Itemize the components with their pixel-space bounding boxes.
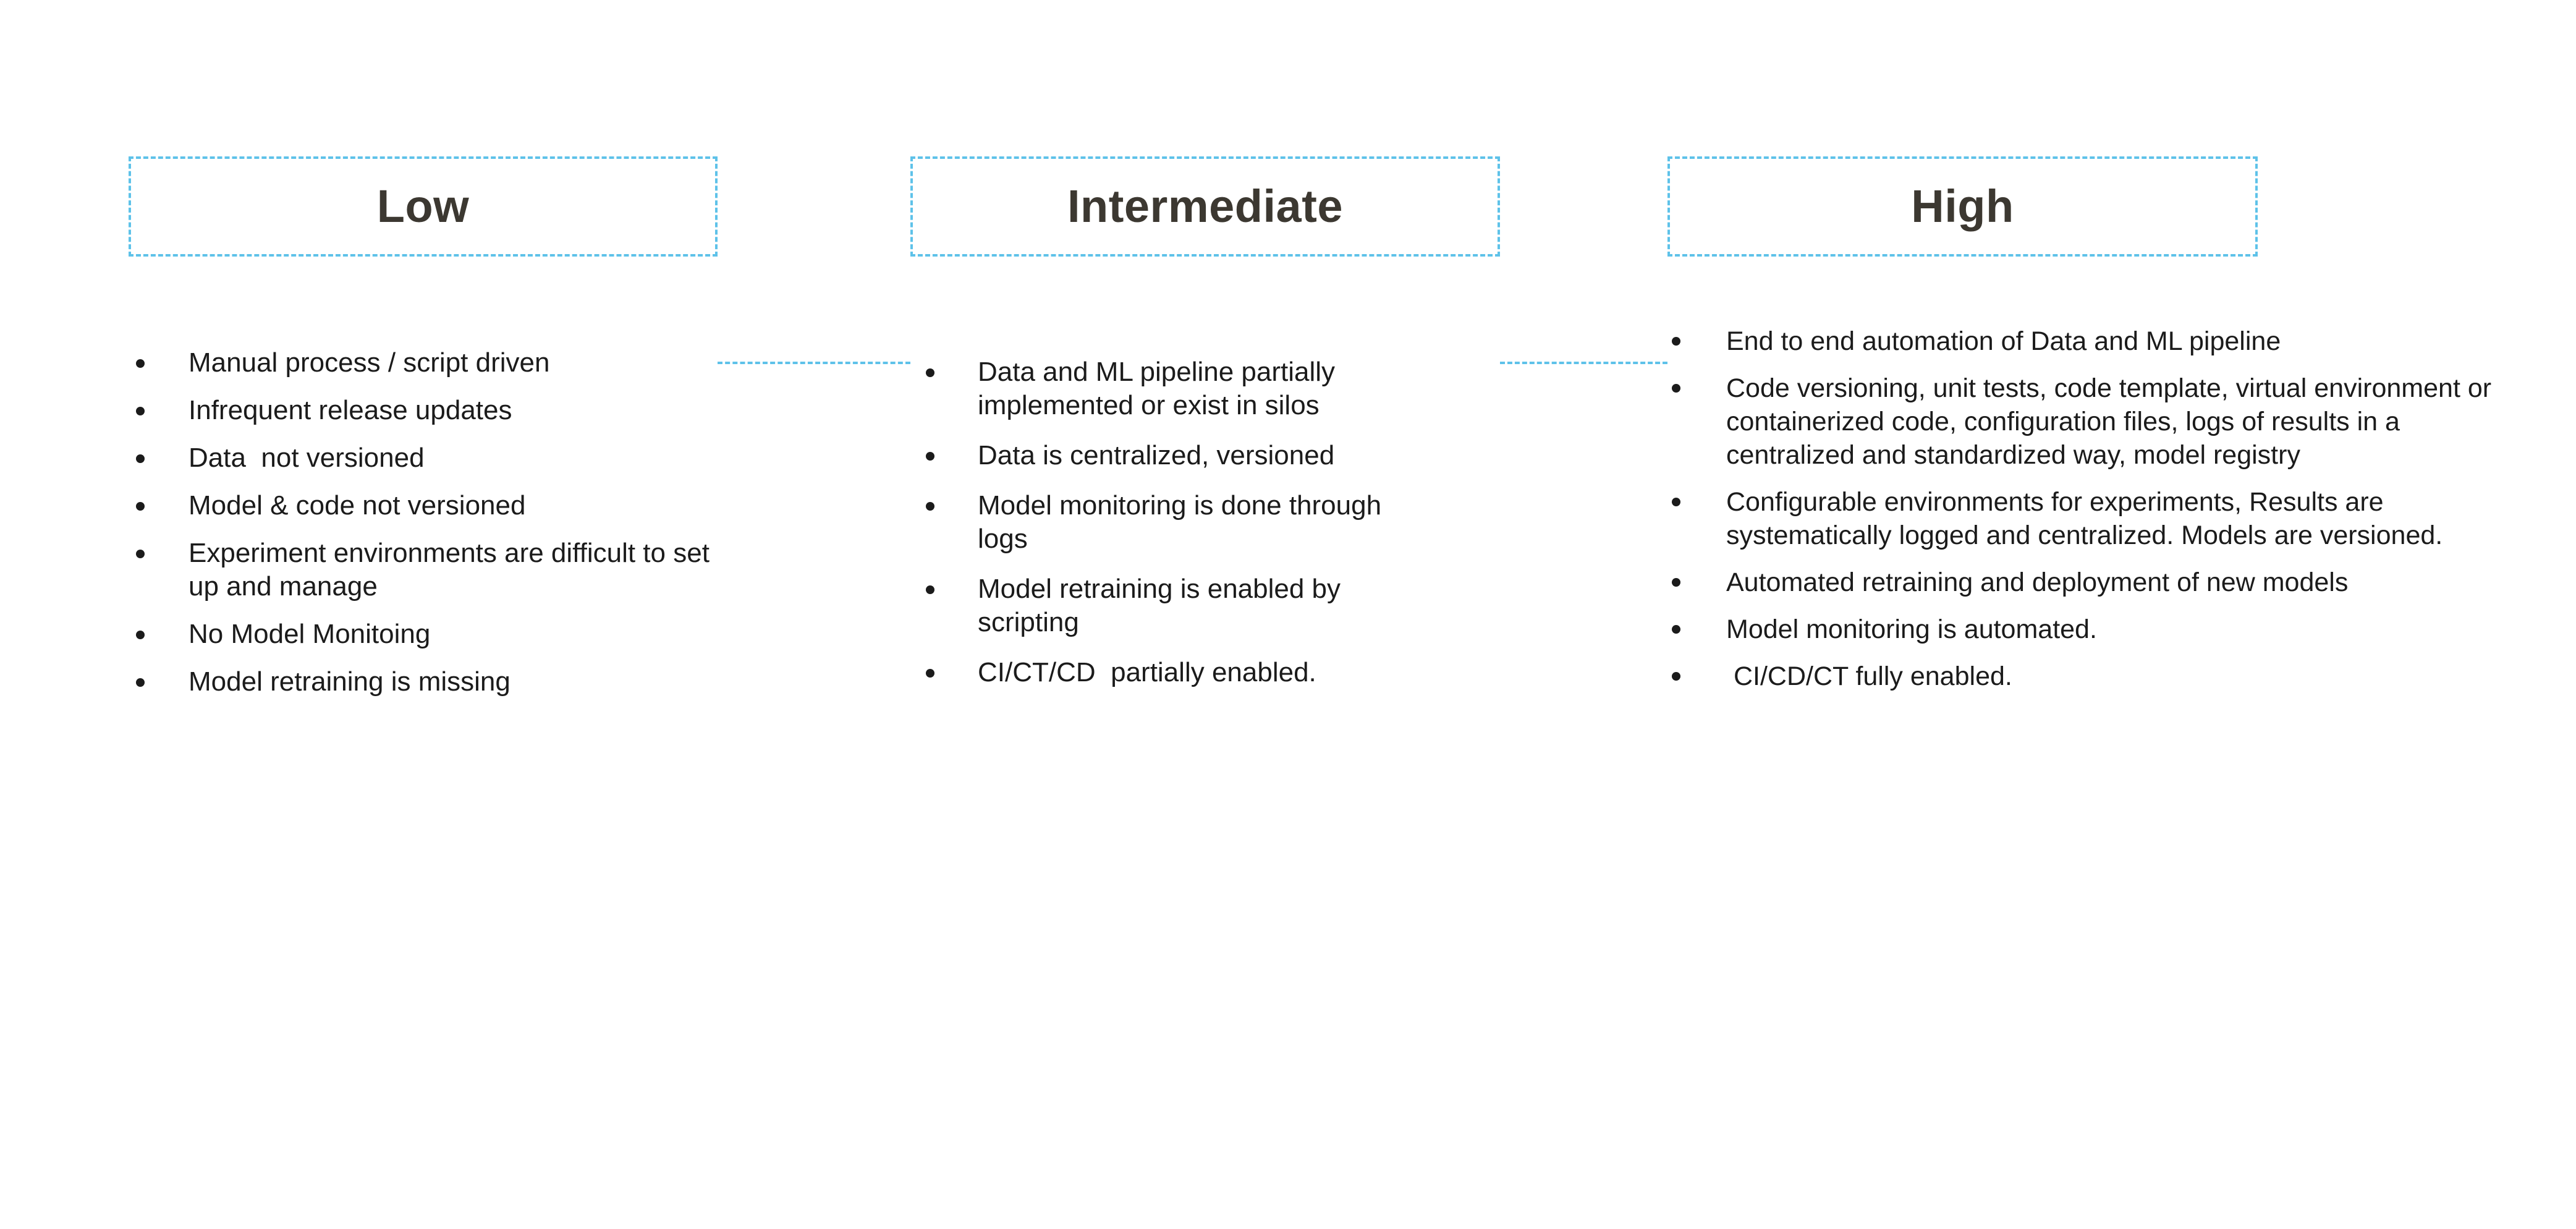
list-item: Model monitoring is done through logs xyxy=(902,489,1397,556)
stage-title-intermediate: Intermediate xyxy=(1067,181,1344,232)
list-item: Infrequent release updates xyxy=(129,394,747,427)
list-item: Data and ML pipeline partially implement… xyxy=(902,355,1397,422)
stage-title-low: Low xyxy=(376,181,470,232)
list-item: Automated retraining and deployment of n… xyxy=(1669,566,2509,599)
list-item: Model monitoring is automated. xyxy=(1669,613,2509,646)
stage-header-low[interactable]: Low xyxy=(129,156,718,257)
stage-column-high: End to end automation of Data and ML pip… xyxy=(1669,325,2509,707)
connector-intermediate-to-high xyxy=(1500,362,1667,364)
bullet-list-intermediate: Data and ML pipeline partially implement… xyxy=(902,355,1397,689)
list-item: End to end automation of Data and ML pip… xyxy=(1669,325,2509,358)
list-item: Model retraining is missing xyxy=(129,665,747,699)
list-item: Experiment environments are difficult to… xyxy=(129,537,747,603)
list-item: CI/CD/CT fully enabled. xyxy=(1669,660,2509,693)
list-item: Manual process / script driven xyxy=(129,346,747,380)
stage-header-intermediate[interactable]: Intermediate xyxy=(910,156,1500,257)
list-item: CI/CT/CD partially enabled. xyxy=(902,656,1397,689)
stage-title-high: High xyxy=(1911,181,2014,232)
stage-column-intermediate: Data and ML pipeline partially implement… xyxy=(902,355,1397,706)
list-item: Data not versioned xyxy=(129,441,747,475)
bullet-list-low: Manual process / script driven Infrequen… xyxy=(129,346,747,699)
bullet-list-high: End to end automation of Data and ML pip… xyxy=(1669,325,2509,693)
stage-header-high[interactable]: High xyxy=(1667,156,2258,257)
list-item: Code versioning, unit tests, code templa… xyxy=(1669,372,2509,472)
stage-column-low: Manual process / script driven Infrequen… xyxy=(129,346,747,713)
list-item: Model retraining is enabled by scripting xyxy=(902,572,1397,639)
list-item: Data is centralized, versioned xyxy=(902,439,1397,472)
list-item: Configurable environments for experiment… xyxy=(1669,485,2509,552)
connector-low-to-intermediate xyxy=(718,362,910,364)
list-item: No Model Monitoing xyxy=(129,618,747,651)
stage-header-row: Low Intermediate High xyxy=(0,156,2576,364)
list-item: Model & code not versioned xyxy=(129,489,747,522)
